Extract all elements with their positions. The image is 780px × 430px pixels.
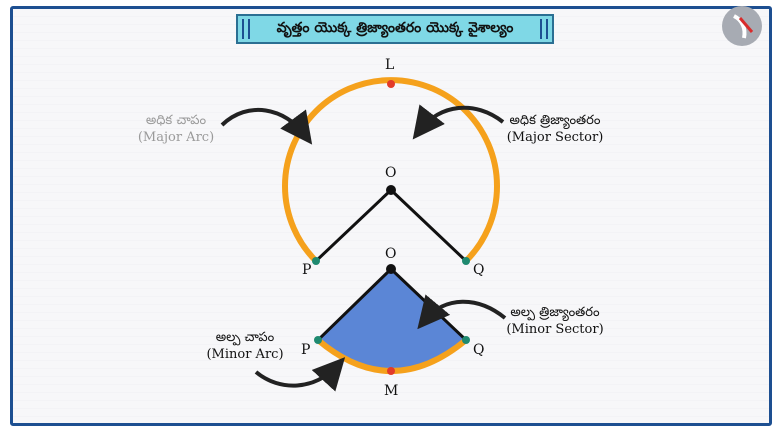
label-major-sector-english: (Major Sector) [506,130,604,145]
label-minor-arc-english: (Minor Arc) [206,347,284,362]
page-title: వృత్తం యొక్క త్రిజ్యాంతరం యొక్క వైశాల్యం [236,14,554,44]
title-bars-left [242,19,250,39]
point-Q-bottom [462,336,470,344]
label-major-arc-english: (Major Arc) [137,130,215,145]
letter-P-bottom: P [301,342,311,358]
letter-L: L [385,57,395,73]
title-text: వృత్తం యొక్క త్రిజ్యాంతరం యొక్క వైశాల్యం [276,19,514,36]
label-minor-arc: అల్ప చాపం (Minor Arc) [200,329,290,363]
letter-M: M [384,383,399,399]
channel-logo-icon [722,6,762,46]
letter-Q-bottom: Q [473,342,485,358]
label-minor-sector-telugu: అల్ప త్రిజ్యాంతరం [510,305,600,320]
label-minor-sector-english: (Minor Sector) [506,322,604,337]
point-Q-top [462,257,470,265]
point-O-top [386,185,396,195]
point-M [387,367,395,375]
letter-Q-top: Q [473,262,485,278]
label-minor-arc-telugu: అల్ప చాపం [215,330,275,345]
label-major-sector: అధిక త్రిజ్యాంతరం (Major Sector) [500,112,610,146]
arrow-minor-arc [254,357,346,392]
point-L [387,80,395,88]
letter-O-top: O [385,165,397,181]
letter-P-top: P [302,262,312,278]
arrow-minor-sector [417,294,507,330]
point-P-bottom [314,336,322,344]
arrow-major-arc [220,108,313,145]
arrow-major-sector [412,104,505,140]
title-bars-right [540,19,548,39]
label-minor-sector: అల్ప త్రిజ్యాంతరం (Minor Sector) [500,304,610,338]
label-major-sector-telugu: అధిక త్రిజ్యాంతరం [509,113,601,128]
label-major-arc: అధిక చాపం (Major Arc) [130,112,222,146]
point-O-bottom [386,264,396,274]
letter-O-bottom: O [385,246,397,262]
point-P-top [312,257,320,265]
label-major-arc-telugu: అధిక చాపం [145,113,207,128]
